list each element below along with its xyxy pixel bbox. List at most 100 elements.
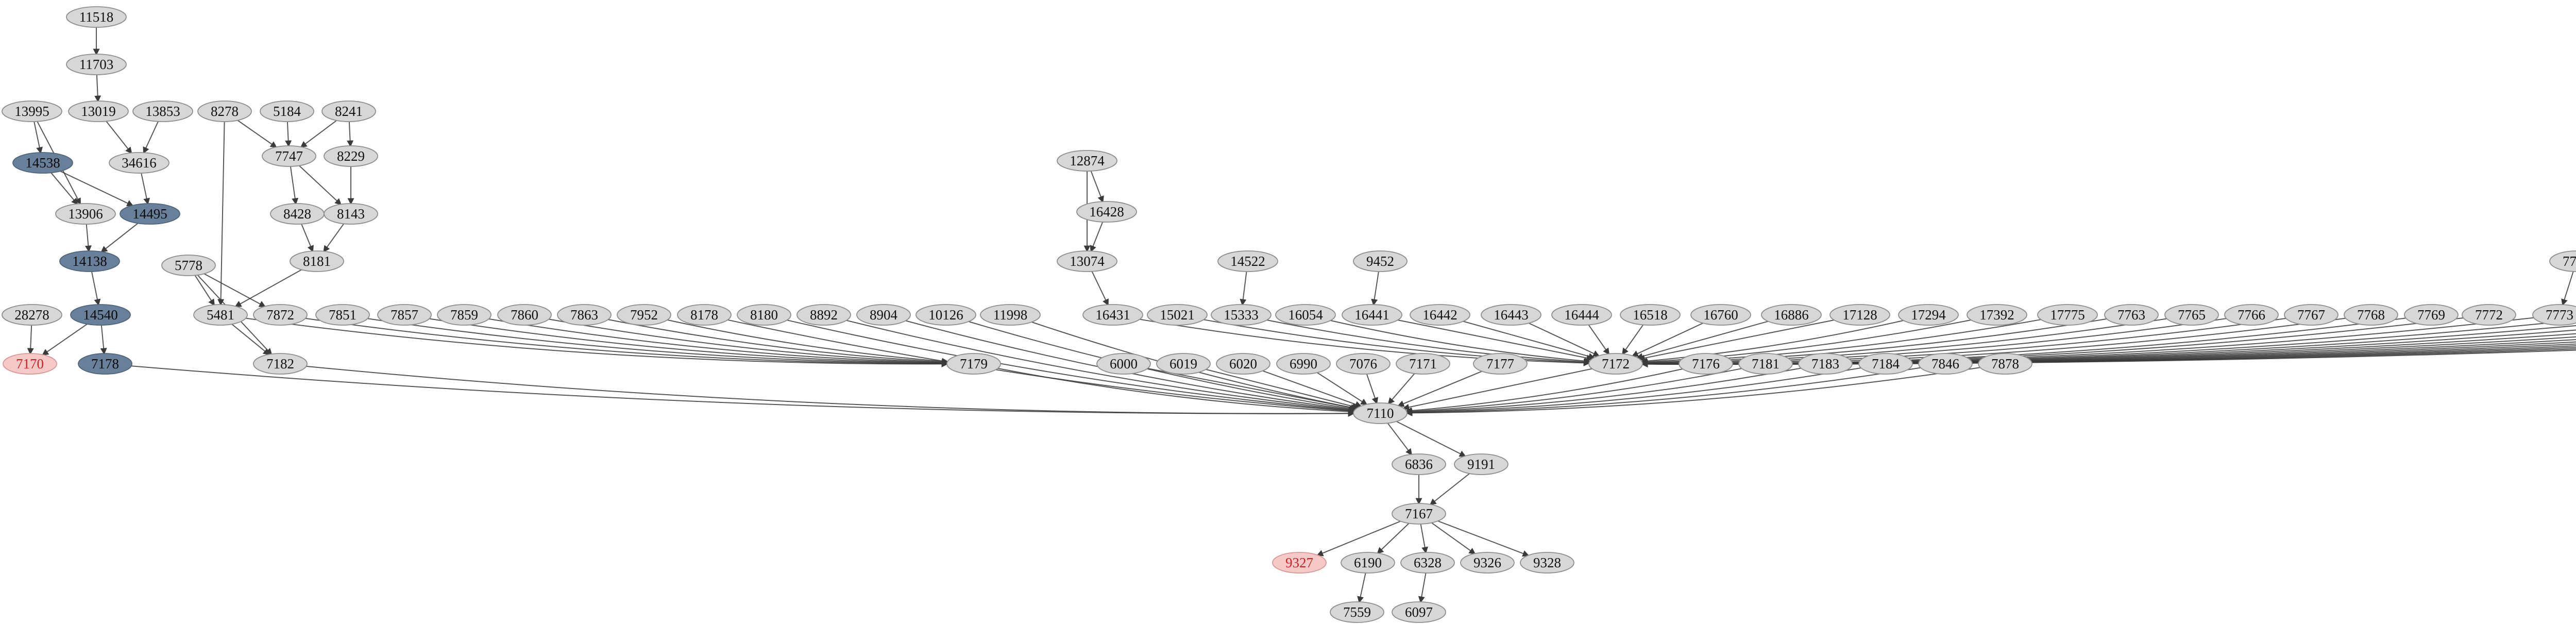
graph-edge-7179-7110 [997, 367, 1355, 415]
node-label: 14522 [1230, 254, 1265, 269]
graph-edge-15021-7172 [1204, 319, 1590, 366]
node-ellipse [497, 304, 552, 326]
node-label: 7872 [266, 307, 294, 323]
node-ellipse [1156, 353, 1211, 375]
node-ellipse [55, 203, 116, 225]
node-label: 15333 [1224, 307, 1259, 323]
graph-node-14522: 14522 [1217, 250, 1278, 272]
node-ellipse [1978, 353, 2032, 375]
node-ellipse [1690, 304, 1751, 326]
graph-edge-7747-8428 [290, 166, 299, 205]
graph-edge-14522-15333 [1240, 271, 1247, 306]
node-ellipse [1481, 304, 1541, 326]
graph-node-16886: 16886 [1761, 304, 1822, 326]
node-label: 5778 [175, 258, 202, 273]
graph-node-16760: 16760 [1690, 304, 1751, 326]
node-label: 6097 [1405, 604, 1433, 620]
graph-edge-7177-7110 [1397, 370, 1482, 407]
node-label: 6020 [1229, 356, 1257, 372]
node-ellipse [1057, 250, 1117, 272]
node-ellipse [68, 100, 129, 122]
graph-edge-34616-14495 [141, 173, 150, 205]
graph-edge-7167-9328 [1437, 520, 1530, 557]
node-label: 17392 [1979, 307, 2014, 323]
node-ellipse [1620, 304, 1681, 326]
node-ellipse [2037, 304, 2098, 326]
graph-edge-7775-7773 [2561, 271, 2574, 306]
node-ellipse [70, 304, 131, 326]
graph-edge-17294-7172 [1640, 320, 1904, 365]
graph-edge-8428-8181 [301, 224, 314, 252]
node-ellipse [161, 255, 216, 276]
node-ellipse [1330, 601, 1384, 623]
node-ellipse [1551, 304, 1612, 326]
node-label: 16442 [1422, 307, 1458, 323]
graph-edge-8892-7110 [846, 319, 1356, 413]
graph-node-7171: 7171 [1396, 353, 1450, 375]
graph-node-8229: 8229 [324, 145, 378, 167]
graph-edge-5778-7872 [204, 273, 266, 307]
node-ellipse [66, 6, 127, 28]
node-label: 7768 [2357, 307, 2385, 323]
graph-edge-9452-16441 [1371, 271, 1379, 306]
graph-node-8428: 8428 [270, 203, 325, 225]
node-ellipse [1217, 250, 1278, 272]
node-ellipse [1396, 353, 1450, 375]
graph-node-7172: 7172 [1588, 353, 1643, 375]
graph-node-6097: 6097 [1392, 601, 1446, 623]
node-ellipse [1275, 304, 1336, 326]
node-ellipse [260, 100, 314, 122]
graph-node-7179: 7179 [946, 353, 1001, 375]
graph-node-16428: 16428 [1076, 201, 1137, 223]
node-label: 6019 [1170, 356, 1197, 372]
graph-edge-11703-13019 [94, 74, 101, 103]
node-ellipse [1082, 304, 1143, 326]
graph-edge-5184-7747 [285, 121, 292, 147]
graph-node-9328: 9328 [1520, 552, 1574, 574]
graph-edge-14138-14540 [91, 271, 101, 306]
node-label: 7860 [511, 307, 538, 323]
node-label: 7177 [1486, 356, 1514, 372]
graph-edge-8180-7110 [787, 319, 1355, 414]
node-label: 7773 [2546, 307, 2573, 323]
node-label: 7183 [1811, 356, 1839, 372]
node-label: 14495 [132, 206, 167, 222]
graph-node-17392: 17392 [1967, 304, 2027, 326]
graph-node-12874: 12874 [1057, 150, 1117, 172]
node-ellipse [1588, 353, 1643, 375]
graph-node-13019: 13019 [68, 100, 129, 122]
graph-edge-8278-7747 [237, 120, 277, 148]
graph-node-16444: 16444 [1551, 304, 1612, 326]
graph-node-16443: 16443 [1481, 304, 1541, 326]
graph-node-7859: 7859 [437, 304, 492, 326]
graph-node-7076: 7076 [1336, 353, 1391, 375]
graph-node-8241: 8241 [321, 100, 376, 122]
node-ellipse [1216, 353, 1270, 375]
graph-node-14495: 14495 [120, 203, 180, 225]
graph-node-6328: 6328 [1400, 552, 1455, 574]
graph-edge-7860-7179 [548, 318, 948, 366]
node-ellipse [120, 203, 180, 225]
node-ellipse [1392, 453, 1446, 475]
graph-node-7182: 7182 [253, 353, 308, 375]
node-ellipse [1342, 304, 1402, 326]
graph-edge-7171-7110 [1387, 373, 1415, 404]
node-ellipse [2532, 304, 2576, 326]
graph-edge-6190-7559 [1357, 572, 1366, 603]
graph-node-7952: 7952 [617, 304, 671, 326]
graph-node-7773: 7773 [2532, 304, 2576, 326]
node-label: 7859 [450, 307, 478, 323]
node-ellipse [2, 304, 62, 326]
node-ellipse [290, 250, 344, 272]
graph-node-16054: 16054 [1275, 304, 1336, 326]
node-ellipse [1057, 150, 1117, 172]
graph-node-7768: 7768 [2344, 304, 2398, 326]
graph-node-17775: 17775 [2037, 304, 2098, 326]
graph-node-28278: 28278 [2, 304, 62, 326]
node-label: 13074 [1070, 254, 1105, 269]
node-ellipse [262, 145, 316, 167]
graph-node-7851: 7851 [315, 304, 370, 326]
node-ellipse [2, 100, 62, 122]
graph-edge-14540-7170 [42, 324, 88, 356]
